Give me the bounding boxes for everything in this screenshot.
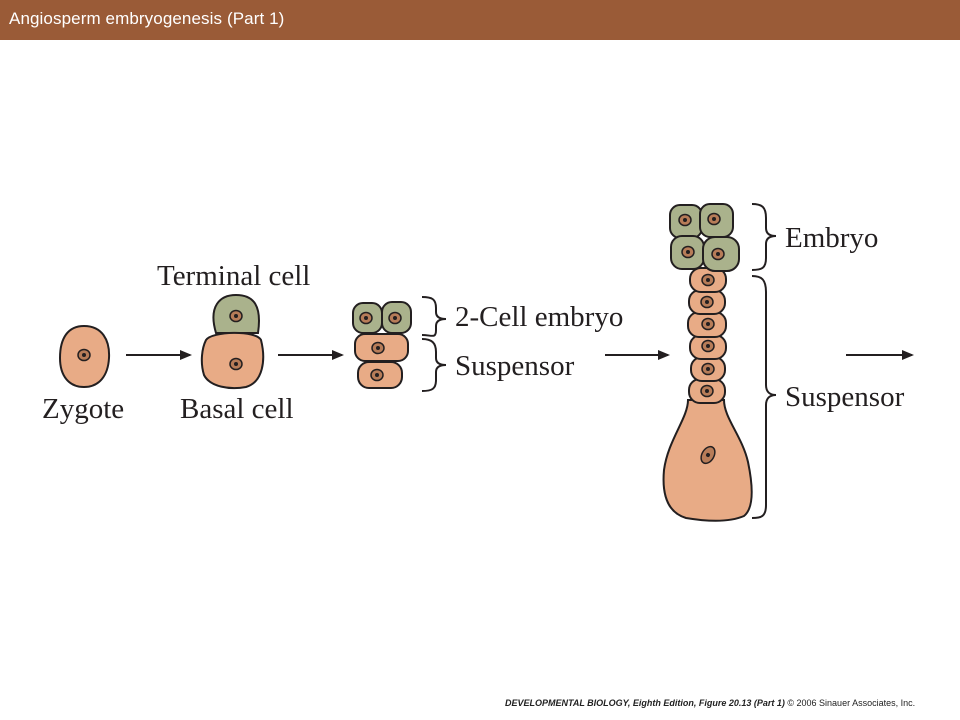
two-cell-embryo-label: 2-Cell embryo	[455, 301, 623, 333]
embryo-label: Embryo	[785, 222, 878, 254]
copyright-text: © 2006 Sinauer Associates, Inc.	[787, 698, 916, 708]
title-bar: Angiosperm embryogenesis (Part 1)	[0, 0, 960, 40]
figure-credit: DEVELOPMENTAL BIOLOGY, Eighth Edition, F…	[505, 698, 915, 708]
basal-cell-label: Basal cell	[180, 393, 294, 425]
suspensor-label-large: Suspensor	[785, 381, 905, 413]
terminal-cell-label: Terminal cell	[157, 260, 310, 292]
zygote-cell	[58, 324, 111, 389]
zygote-label: Zygote	[42, 393, 124, 425]
suspensor-brace-large	[751, 275, 777, 519]
two-cell-embryo-brace	[421, 296, 447, 337]
embryo-brace	[751, 203, 777, 271]
two-cell-stage	[200, 293, 265, 390]
slide-title: Angiosperm embryogenesis (Part 1)	[9, 9, 285, 28]
suspensor-label-small: Suspensor	[455, 350, 575, 382]
suspensor-brace-small	[421, 338, 447, 392]
book-citation: DEVELOPMENTAL BIOLOGY, Eighth Edition, F…	[505, 698, 785, 708]
four-cell-stage	[352, 301, 412, 389]
later-stage	[662, 203, 753, 522]
